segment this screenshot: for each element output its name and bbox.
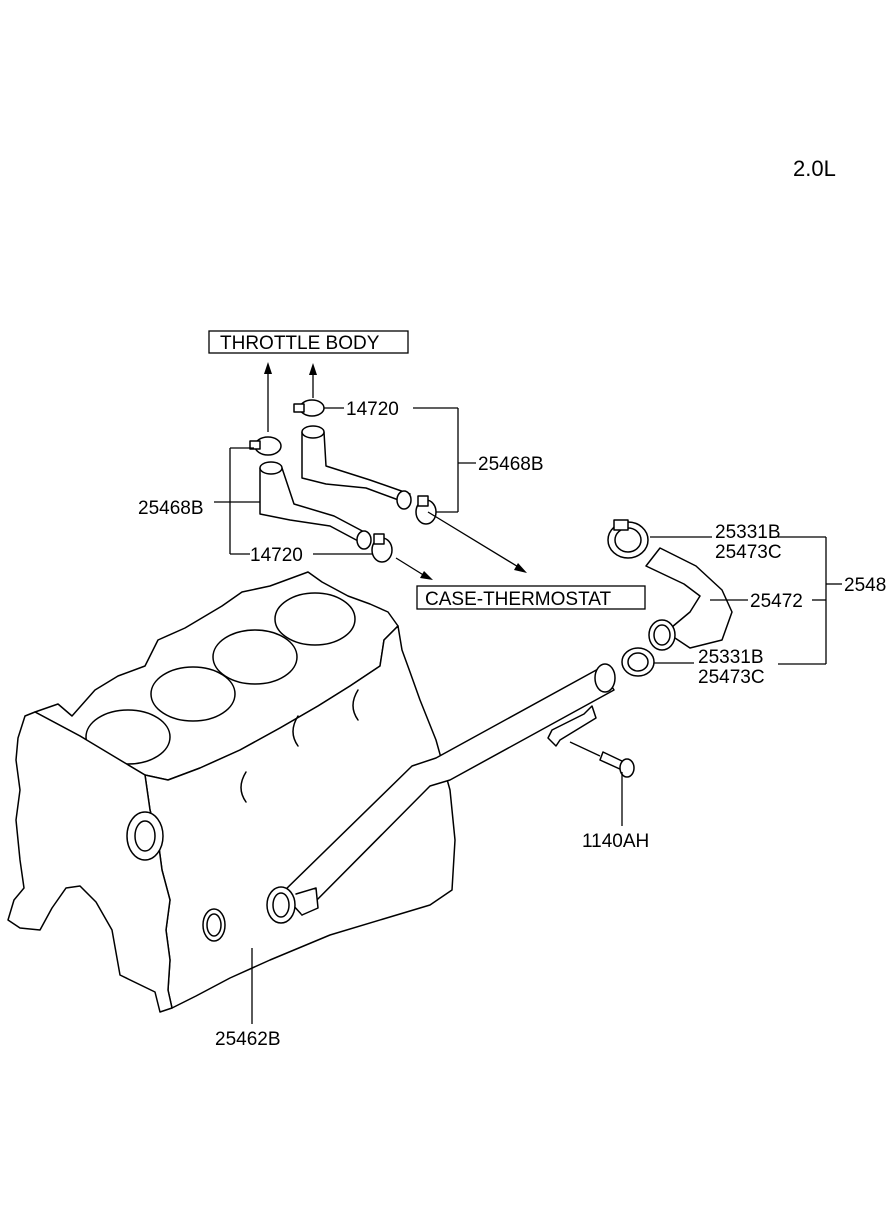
throttle-body-label: THROTTLE BODY xyxy=(220,333,380,354)
bolt xyxy=(599,751,635,778)
clamp-lower-top xyxy=(249,436,282,456)
clamp-radiator-top xyxy=(607,519,649,559)
cylinder-bore xyxy=(150,666,236,722)
clamp-upper-top xyxy=(293,399,325,417)
part-number-radiator-hose: 25472 xyxy=(750,591,803,612)
clamp-lower-bottom xyxy=(371,533,393,563)
throttle-body-box xyxy=(208,330,409,354)
part-number-pipe: 25462B xyxy=(215,1029,281,1050)
part-number-hose-lower: 25468B xyxy=(138,498,204,519)
water-pipe xyxy=(266,663,616,924)
clamp-radiator-bottom xyxy=(621,647,655,677)
part-number-clamp-top-a: 25331B xyxy=(715,522,781,543)
case-thermostat-label: CASE-THERMOSTAT xyxy=(425,589,612,610)
part-number-assembly: 2548 xyxy=(844,575,886,596)
engine-block xyxy=(7,571,456,1013)
hose-upper xyxy=(301,425,412,510)
part-number-clamp-top-b: 25473C xyxy=(715,542,782,563)
leader-lines xyxy=(214,362,842,1024)
part-number-clamp-upper: 14720 xyxy=(346,399,399,420)
part-number-clamp-bottom-a: 25331B xyxy=(698,647,764,668)
engine-variant-label: 2.0L xyxy=(793,156,836,181)
part-number-clamp-bottom-b: 25473C xyxy=(698,667,765,688)
part-number-hose-upper: 25468B xyxy=(478,454,544,475)
cylinder-bore xyxy=(274,592,356,646)
clamp-upper-bottom xyxy=(415,495,437,525)
part-number-bolt: 1140AH xyxy=(582,831,649,852)
radiator-hose xyxy=(645,547,733,651)
hose-lower xyxy=(259,461,372,550)
case-thermostat-box xyxy=(416,585,646,610)
part-number-clamp-lower: 14720 xyxy=(250,545,303,566)
cylinder-bore xyxy=(212,629,298,685)
